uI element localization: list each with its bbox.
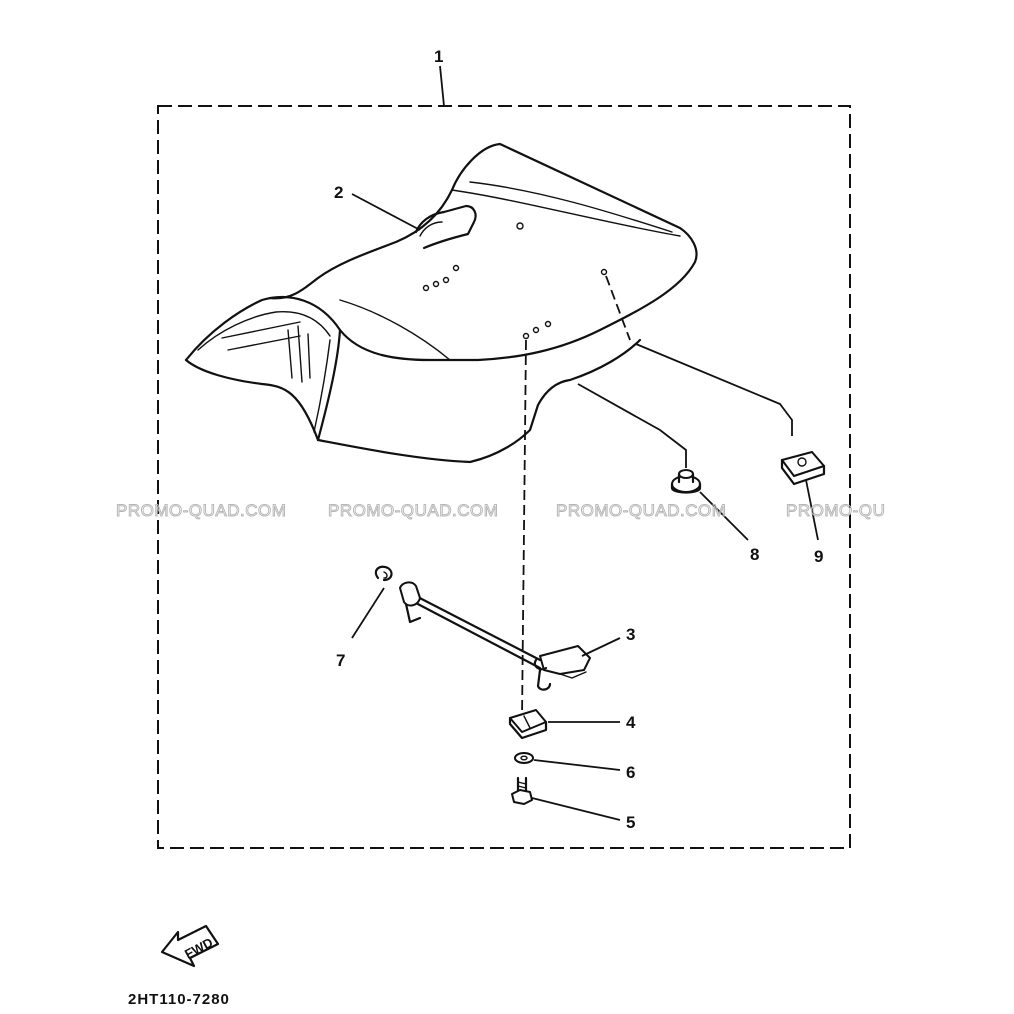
seat-to-clip-line (605, 275, 631, 341)
clip-nut-part (780, 451, 826, 486)
leader-9-line (635, 343, 793, 436)
callout-2-label: 2 (334, 183, 343, 202)
seat-to-bracket-line (521, 339, 527, 719)
callout-3-leader (581, 637, 621, 657)
callout-2-leader (351, 193, 421, 231)
callout-7-leader (351, 587, 385, 639)
clip-ring-part (374, 565, 393, 582)
watermark-3: PROMO-QUAD.COM (556, 501, 726, 520)
callout-4-label: 4 (626, 713, 636, 732)
watermark-1: PROMO-QUAD.COM (116, 501, 286, 520)
washer-part (514, 752, 534, 764)
callout-3-label: 3 (626, 625, 635, 644)
fwd-arrow-icon: FWD (160, 924, 220, 968)
callout-6-leader (533, 759, 621, 771)
bolt-part (511, 776, 533, 805)
assembly-boundary (157, 105, 851, 849)
watermark-4: PROMO-QU (786, 501, 885, 520)
seat-part (184, 142, 698, 464)
callout-5-leader (531, 797, 621, 821)
callout-8-label: 8 (750, 545, 759, 564)
callout-9-label: 9 (814, 547, 823, 566)
callout-1-label: 1 (434, 47, 443, 66)
watermark-2: PROMO-QUAD.COM (328, 501, 498, 520)
bracket-part (508, 709, 548, 740)
callout-8-leader (699, 491, 749, 541)
diagram-code: 2HT110-7280 (128, 991, 230, 1008)
leader-8-line (577, 383, 687, 468)
callout-7-label: 7 (336, 651, 345, 670)
callout-6-label: 6 (626, 763, 635, 782)
grommet-part (670, 469, 702, 494)
callout-1-leader (439, 65, 445, 107)
callout-5-label: 5 (626, 813, 635, 832)
svg-text:FWD: FWD (182, 935, 215, 962)
callout-9-leader (805, 479, 819, 541)
seat-lock-part (399, 581, 591, 691)
